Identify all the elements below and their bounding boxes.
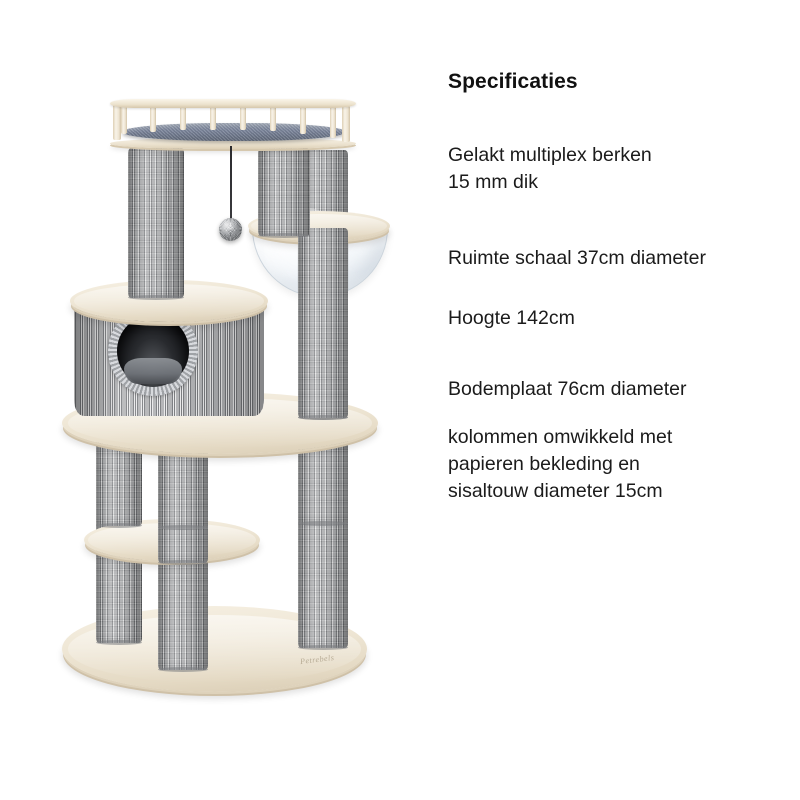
spec-line-capsule-diameter: Ruimte schaal 37cm diameter (448, 247, 706, 269)
railing-baluster (270, 101, 276, 131)
condo-cushion (124, 358, 182, 384)
spec-line-columns: kolommen omwikkeld met papieren bekledin… (448, 426, 673, 502)
railing-top-bar (110, 99, 356, 108)
cat-tree-illustration: Petrebels (62, 99, 390, 692)
top-platform-mat (122, 123, 346, 141)
specifications-panel: Specificaties Gelakt multiplex berken 15… (448, 0, 800, 800)
hanging-ball-toy (219, 218, 242, 241)
column-top-right (258, 148, 310, 238)
column-tall-right-front (298, 228, 348, 420)
railing-baluster (121, 104, 127, 134)
spec-line-height: Hoogte 142cm (448, 307, 575, 329)
railing-end-post-right (342, 106, 350, 142)
spec-line-base-diameter: Bodemplaat 76cm diameter (448, 378, 687, 400)
railing-baluster (330, 106, 336, 138)
product-image-panel: Petrebels (62, 99, 390, 692)
railing-baluster (300, 103, 306, 134)
railing-baluster (210, 100, 216, 130)
top-platform-deck (110, 138, 356, 149)
column-top-left (128, 148, 184, 300)
railing-end-post-left (113, 104, 121, 140)
railing-baluster (180, 100, 186, 130)
railing-baluster (150, 102, 156, 132)
spec-line-material: Gelakt multiplex berken 15 mm dik (448, 144, 652, 193)
toy-string (230, 146, 232, 220)
railing-baluster (240, 100, 246, 130)
specifications-title: Specificaties (448, 70, 578, 93)
